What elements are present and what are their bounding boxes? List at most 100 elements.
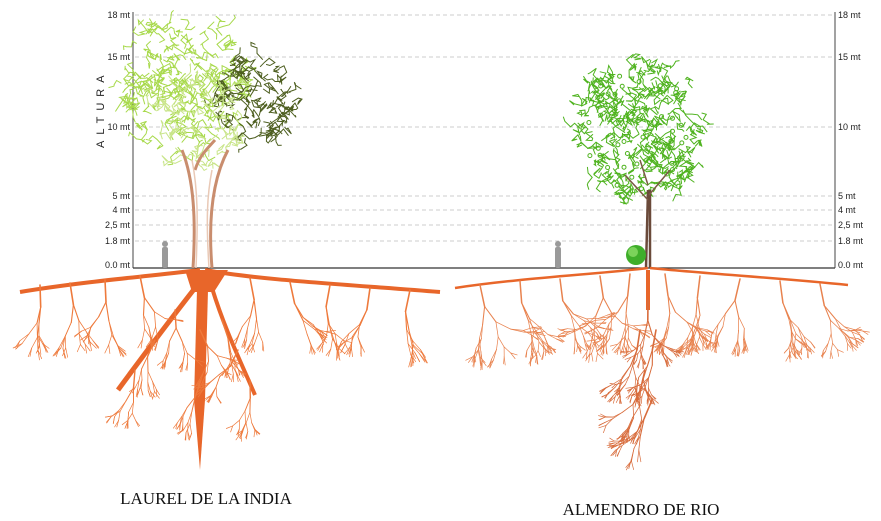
almendro-leaf-stroke [642,131,654,142]
laurel-leaf-stroke [122,70,136,87]
root-segment [801,338,806,348]
root-segment [851,344,857,351]
laurel-leaf-stroke [201,51,215,62]
root-segment [210,386,217,396]
root-segment [587,332,595,341]
root-segment [615,347,621,354]
laurel-leaf-stroke [215,15,236,36]
root-segment [847,343,852,349]
root-segment [226,370,229,379]
root-segment [234,336,238,347]
root-segment [181,363,184,373]
root-segment [829,351,832,360]
almendro-leaf-stroke [638,66,647,94]
almendro-leaf-stroke [595,98,605,113]
almendro-leaf-stroke [671,110,681,123]
root-segment [610,449,616,457]
laurel-leaf-stroke [173,46,193,56]
almendro-leaf-stroke [577,122,589,135]
root-segment [244,328,248,340]
almendro-leaf-stroke [654,133,673,150]
root-segment [627,337,633,346]
root-segment [152,381,155,392]
root-segment [198,388,204,395]
root-segment [807,350,809,359]
root-segment [147,371,153,383]
root-segment [558,334,567,337]
root-segment [84,343,88,354]
root-segment [687,326,693,338]
root-segment [640,395,643,404]
almendro-leaf-stroke [588,104,603,111]
root-segment [612,396,616,404]
laurel-leaf-stroke [123,65,131,80]
almendro-leaf-stroke [632,105,648,111]
root-segment [114,409,120,418]
root-segment [118,347,127,355]
root-segment [608,440,615,443]
root-segment [628,430,638,439]
laurel-leaf-stroke [189,58,201,71]
root-segment [661,353,667,361]
root-segment [593,315,597,331]
root-segment [638,365,648,378]
root-segment [510,328,524,331]
root-segment [343,340,352,343]
almendro-leaf-stroke [621,103,637,117]
laurel-leaf-stroke [238,137,248,153]
laurel-leaf-stroke [171,73,187,84]
almendro-leaf-stroke [636,71,647,87]
root-segment [734,340,738,349]
root-segment [681,336,689,346]
root-segment [302,319,308,335]
root-segment [838,328,848,332]
laurel-leaf-stroke [215,111,234,129]
root-segment [474,349,479,360]
laurel-leaf-stroke [180,33,189,49]
root-segment [497,336,505,348]
root-segment [197,389,204,398]
root-segment [175,327,183,342]
shrub-highlight [628,247,638,257]
almendro-leaf-dot [679,140,685,146]
root-segment [237,326,243,338]
laurel-leaf-stroke [137,18,153,35]
almendro-leaf-stroke [668,172,683,185]
root-segment [89,341,97,349]
almendro-leaf-stroke [666,179,675,192]
almendro-leaf-stroke [650,75,669,84]
root-segment [188,433,192,441]
root-segment [408,329,414,346]
root-segment [734,299,740,318]
almendro-leaf-stroke [664,135,677,151]
root-segment [139,379,143,389]
root-segment [78,333,81,345]
almendro-leaf-stroke [633,112,645,124]
root-segment [62,336,66,349]
laurel-leaf-stroke [222,88,235,110]
laurel-leaf-stroke [178,95,187,107]
root-segment [583,320,594,324]
root-segment [404,289,411,313]
root-segment [155,326,159,340]
laurel-leaf-stroke [157,66,166,76]
laurel-leaf-stroke [206,105,216,119]
root-segment [341,333,350,342]
root-segment [232,419,240,427]
root-segment [586,339,596,342]
root-segment [139,275,146,299]
root-segment [131,412,137,422]
almendro-lateral-root [454,266,649,290]
root-segment [797,327,803,340]
root-segment [216,355,227,359]
root-segment [625,460,632,471]
root-segment [616,346,620,356]
almendro-leaf-stroke [593,167,603,180]
root-segment [714,333,717,343]
root-segment [135,389,138,398]
root-segment [348,324,360,335]
root-segment [479,358,481,366]
root-segment [617,295,629,313]
almendro-leaf-stroke [685,125,698,136]
laurel-leaf-stroke [140,129,153,145]
